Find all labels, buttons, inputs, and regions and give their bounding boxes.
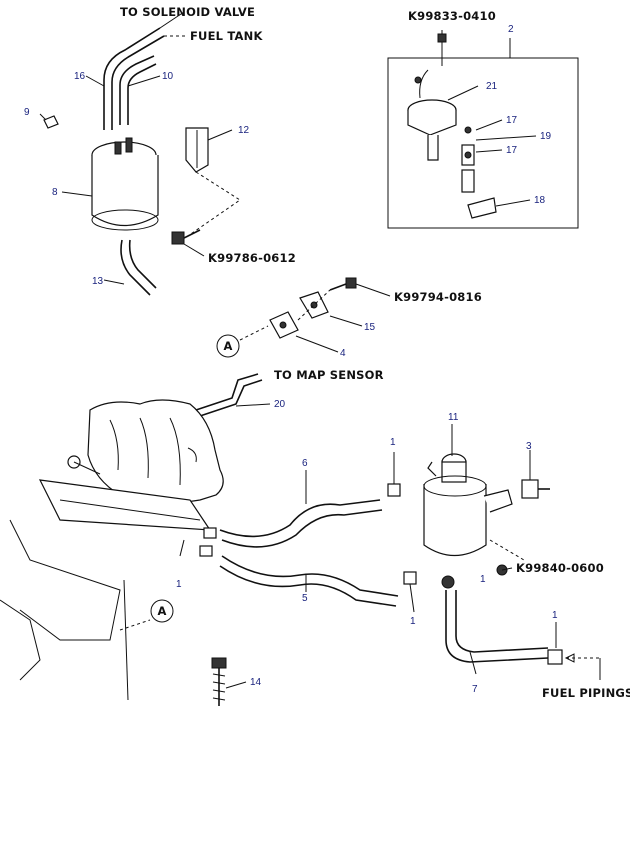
callout-1e: 1 xyxy=(552,610,558,621)
clip-1a xyxy=(203,527,217,539)
callout-17a: 17 xyxy=(506,115,518,126)
callout-1a: 1 xyxy=(176,579,182,590)
label-to-map-sensor: TO MAP SENSOR xyxy=(274,368,384,382)
clip-1e xyxy=(547,649,563,665)
callout-5: 5 xyxy=(302,593,308,604)
clip-9 xyxy=(43,115,59,129)
code-k99840: K99840-0600 xyxy=(516,561,604,575)
callout-1c: 1 xyxy=(390,437,396,448)
canister xyxy=(91,137,159,231)
callout-19: 19 xyxy=(540,131,552,142)
callout-17b: 17 xyxy=(506,145,518,156)
bracket-12 xyxy=(185,127,209,173)
callout-6: 6 xyxy=(302,458,308,469)
hose-6 xyxy=(219,499,383,548)
callout-21: 21 xyxy=(486,81,498,92)
callout-11: 11 xyxy=(448,412,459,423)
sensor-3 xyxy=(521,479,550,499)
callout-10: 10 xyxy=(162,71,174,82)
fuel-pump-box xyxy=(387,30,579,229)
label-fuel-tank: FUEL TANK xyxy=(190,29,263,43)
clip-1b xyxy=(199,545,213,557)
callout-1b: 1 xyxy=(480,574,486,585)
callout-7: 7 xyxy=(472,684,478,695)
clip-1c xyxy=(387,483,401,497)
callout-9: 9 xyxy=(24,107,30,118)
callout-12: 12 xyxy=(238,125,250,136)
hose-20 xyxy=(195,373,263,417)
bracket-4 xyxy=(269,311,299,339)
ref-a-upper: A xyxy=(216,334,240,358)
clip-1d xyxy=(403,571,417,585)
code-k99786: K99786-0612 xyxy=(208,251,296,265)
code-k99833: K99833-0410 xyxy=(408,9,496,23)
callout-14: 14 xyxy=(250,677,262,688)
callout-15: 15 xyxy=(364,322,376,333)
callout-3: 3 xyxy=(526,441,532,452)
callout-18: 18 xyxy=(534,195,546,206)
callout-4: 4 xyxy=(340,348,346,359)
fuel-filter xyxy=(423,453,513,589)
callout-1d: 1 xyxy=(410,616,416,627)
ref-a-lower: A xyxy=(150,599,174,623)
callout-16: 16 xyxy=(74,71,86,82)
callout-2: 2 xyxy=(508,24,514,35)
bolt-k99786 xyxy=(171,229,201,245)
svg-text:A: A xyxy=(157,604,166,618)
hose-5 xyxy=(219,555,399,607)
callout-8: 8 xyxy=(52,187,58,198)
intake-manifold xyxy=(0,399,224,701)
hose-13 xyxy=(120,239,151,296)
label-to-solenoid-valve: TO SOLENOID VALVE xyxy=(120,5,255,19)
callout-20: 20 xyxy=(274,399,286,410)
hose-16 xyxy=(103,27,165,130)
hose-7 xyxy=(445,590,549,663)
bolt-k99794 xyxy=(329,277,357,291)
callout-13: 13 xyxy=(92,276,104,287)
code-k99794: K99794-0816 xyxy=(394,290,482,304)
bolt-14 xyxy=(211,657,227,706)
svg-text:A: A xyxy=(223,339,232,353)
label-fuel-pipings: FUEL PIPINGS xyxy=(542,686,630,700)
hose-10 xyxy=(119,55,157,125)
